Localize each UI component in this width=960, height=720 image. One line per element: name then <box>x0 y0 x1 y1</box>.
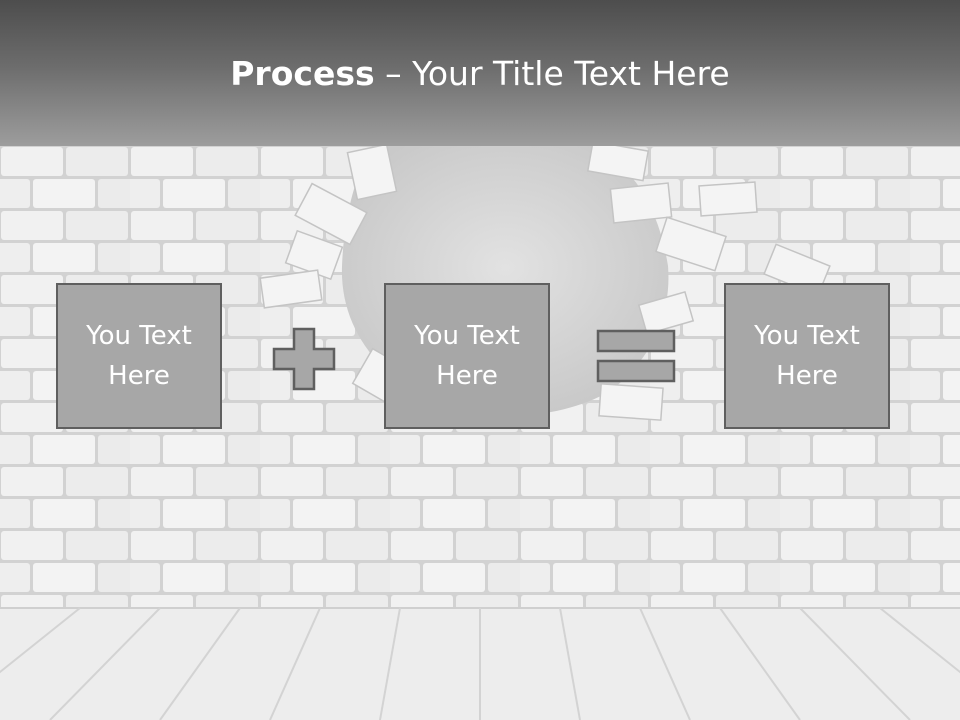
process-box-3-text: You Text Here <box>754 321 860 391</box>
plus-icon <box>272 327 336 391</box>
title-text: – Your Title Text Here <box>374 54 730 93</box>
slide-title: Process – Your Title Text Here <box>0 52 960 96</box>
process-box-2[interactable]: You Text Here <box>384 283 550 429</box>
process-box-3[interactable]: You Text Here <box>724 283 890 429</box>
title-bold: Process <box>230 54 375 93</box>
process-box-1-text: You Text Here <box>86 321 192 391</box>
equals-icon <box>596 329 676 383</box>
title-banner: Process – Your Title Text Here <box>0 0 960 146</box>
broken-brick-wall-background <box>0 146 960 720</box>
process-box-1[interactable]: You Text Here <box>56 283 222 429</box>
process-box-2-text: You Text Here <box>414 321 520 391</box>
